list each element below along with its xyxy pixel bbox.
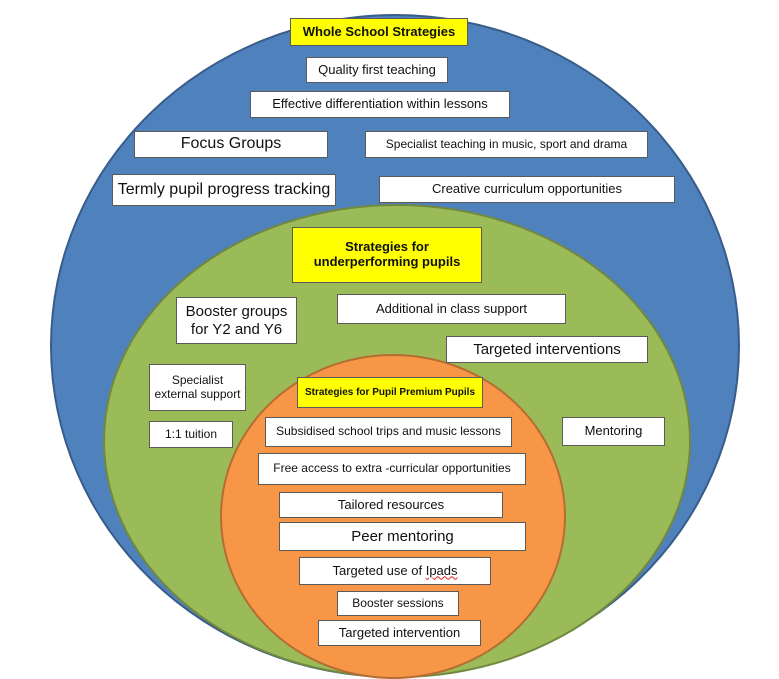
ipads-word-text: Ipads [425,562,458,578]
strategy-quality-first-teaching: Quality first teaching [306,57,448,83]
strategy-targeted-interventions: Targeted interventions [446,336,648,363]
pupil-premium-title: Strategies for Pupil Premium Pupils [297,377,483,408]
strategy-tailored-resources: Tailored resources [279,492,503,518]
strategy-targeted-ipads: Targeted use of Ipads [299,557,491,585]
strategy-booster-groups: Booster groups for Y2 and Y6 [176,297,297,344]
strategy-booster-sessions: Booster sessions [337,591,459,616]
whole-school-title: Whole School Strategies [290,18,468,46]
strategy-focus-groups: Focus Groups [134,131,328,158]
strategy-one-to-one-tuition: 1:1 tuition [149,421,233,448]
strategy-creative-curriculum: Creative curriculum opportunities [379,176,675,203]
strategy-subsidised-trips: Subsidised school trips and music lesson… [265,417,512,447]
strategy-specialist-external: Specialist external support [149,364,246,411]
ipads-prefix-text: Targeted use of [332,562,426,578]
strategy-peer-mentoring: Peer mentoring [279,522,526,551]
strategy-mentoring: Mentoring [562,417,665,446]
strategy-termly-tracking: Termly pupil progress tracking [112,174,336,206]
strategy-free-access: Free access to extra -curricular opportu… [258,453,526,485]
underperforming-title: Strategies for underperforming pupils [292,227,482,283]
strategy-effective-differentiation: Effective differentiation within lessons [250,91,510,118]
strategy-specialist-teaching: Specialist teaching in music, sport and … [365,131,648,158]
strategy-additional-support: Additional in class support [337,294,566,324]
strategy-targeted-intervention: Targeted intervention [318,620,481,646]
